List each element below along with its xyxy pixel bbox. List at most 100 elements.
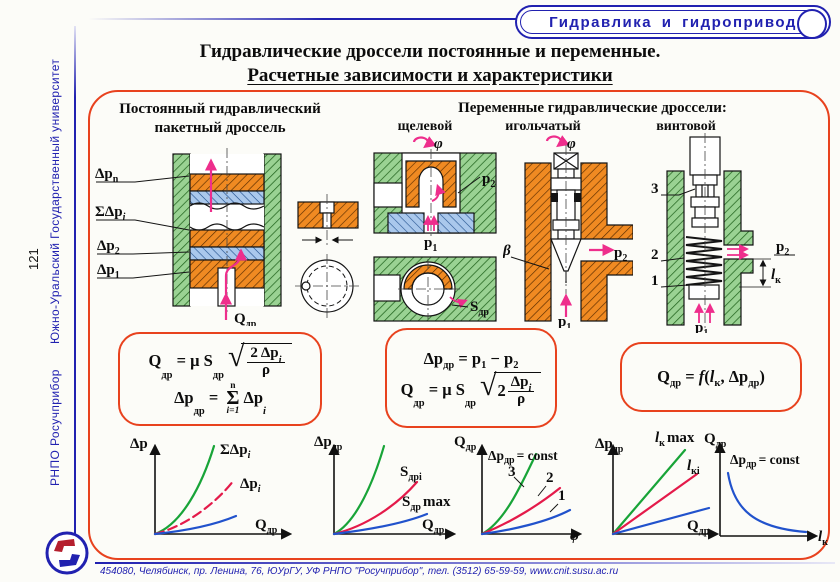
phi-rotation-arrow-needle: [545, 135, 570, 148]
leader-sdr: [451, 304, 469, 308]
footer-line: [95, 562, 835, 564]
g2-ylabel: Δpдр: [314, 434, 343, 453]
label-lk: lк: [771, 267, 781, 286]
logo-circle: [45, 531, 89, 575]
callout-1: [549, 503, 559, 513]
line-lki: [611, 472, 699, 536]
packet-body: [172, 148, 282, 312]
logo-blue-shape: [59, 554, 80, 567]
leader-2: [660, 257, 685, 262]
g5-ylabel: Qдр: [704, 431, 727, 450]
screw-throttle-diagram: 3 2 1 p2 lк p1: [651, 133, 795, 333]
label-qdr: Qдр: [234, 311, 257, 326]
g3-label-2: 2: [546, 470, 554, 486]
sqrt-sign: √: [227, 340, 245, 374]
label-2: 2: [651, 247, 659, 263]
line-lkmax: [611, 448, 687, 536]
g3-annotation: Δpдр= const: [488, 448, 558, 466]
pill-end-circle: [797, 9, 827, 39]
label-sdr: Sдр: [470, 299, 489, 318]
leader-3: [661, 188, 696, 196]
label-p2-needle: p2: [614, 245, 627, 264]
callout-2: [537, 485, 547, 497]
label-dpn: Δpn: [95, 166, 119, 185]
graph-qdr-vs-phi: Qдр Δpдр= const 3 2 1 φ: [454, 434, 583, 544]
callout-3: [513, 476, 525, 488]
sidebar-line: [74, 26, 76, 534]
course-title: Гидравлика и гидропривод: [549, 13, 797, 31]
g1-xlabel: Qдр: [255, 517, 278, 536]
line-blue: [611, 506, 711, 536]
packet-flow-arrows: [204, 158, 248, 320]
screw-coil: [685, 236, 723, 286]
slide-title: Гидравлические дроссели постоянные и пер…: [90, 40, 770, 88]
packet-throttle-diagram: Δpn ΣΔpi Δp2 Δp1 Qдр: [95, 148, 359, 326]
curve-1: [480, 508, 572, 536]
g3-label-1: 1: [558, 488, 566, 504]
g2-xlabel: Qдр: [422, 517, 445, 536]
course-title-pill: Гидравлика и гидропривод: [515, 5, 831, 39]
header-connector-line: [88, 18, 516, 20]
needle-valve: [550, 145, 582, 295]
label-3: 3: [651, 181, 659, 197]
label-phi-slit: φ: [434, 136, 443, 152]
sidebar-university: Южно-Уральский Государственный университ…: [48, 58, 62, 344]
curve-steep: [332, 444, 386, 536]
needle-throttle-diagram: φ β p2 p1: [503, 135, 633, 328]
g4-lki-label: lкi: [687, 458, 700, 477]
university-logo: [45, 531, 89, 575]
g4-xlabel: Qдр: [687, 518, 710, 537]
graph-dp-vs-qdr: Δp ΣΔpi Δpi Qдр: [130, 436, 293, 540]
label-sumdp: ΣΔpi: [95, 204, 126, 223]
packet-detail-disc: [297, 194, 359, 248]
g5-xlabel: lк: [818, 529, 828, 548]
variable-throttles-heading: Переменные гидравлические дроссели:: [458, 100, 727, 116]
screw-flow-arrows: [694, 244, 749, 323]
slide-title-line2: Расчетные зависимости и характеристики: [247, 65, 613, 86]
label-dp1: Δp1: [97, 262, 120, 281]
logo-red-shape: [54, 539, 75, 552]
label-p1-slit: p1: [424, 235, 437, 254]
curve-blue: [153, 514, 238, 536]
label-1: 1: [651, 273, 659, 289]
page-number: 121: [26, 248, 41, 270]
type-label-slit: щелевой: [397, 119, 453, 134]
needle-body: [524, 162, 633, 322]
leader-dpn: [96, 175, 190, 183]
curve-hyperbola: [726, 471, 808, 534]
g4-ylabel: Δpдр: [595, 436, 624, 455]
leader-dp1: [97, 271, 190, 279]
g3-xlabel: φ: [570, 528, 579, 544]
curve-2: [480, 486, 562, 536]
type-label-screw: винтовой: [656, 119, 716, 134]
sqrt-sign: √: [480, 368, 497, 402]
label-p2-screw: p2: [776, 239, 789, 258]
sidebar-organization: РНПО Росучприбор: [48, 369, 62, 486]
curve-3: [480, 452, 538, 536]
curve-dpi: [153, 478, 236, 536]
leader-dp2: [97, 251, 190, 255]
packet-disc-front-view: [295, 254, 359, 318]
course-title-pill-inner: Гидравлика и гидропривод: [520, 10, 826, 34]
g5-annotation: Δpдр= const: [730, 452, 800, 470]
slide-title-line1: Гидравлические дроссели постоянные и пер…: [199, 41, 661, 62]
label-dp2: Δp2: [97, 238, 120, 257]
label-beta: β: [503, 243, 511, 259]
leader-p2-slit: [457, 176, 481, 194]
label-p1-screw: p1: [695, 320, 708, 333]
screw-spindle: [685, 133, 723, 329]
g3-ylabel: Qдр: [454, 434, 477, 453]
leader-1: [660, 284, 689, 288]
g2-sdri-label: Sдрi: [400, 464, 422, 483]
label-p1-needle: p1: [558, 314, 571, 328]
